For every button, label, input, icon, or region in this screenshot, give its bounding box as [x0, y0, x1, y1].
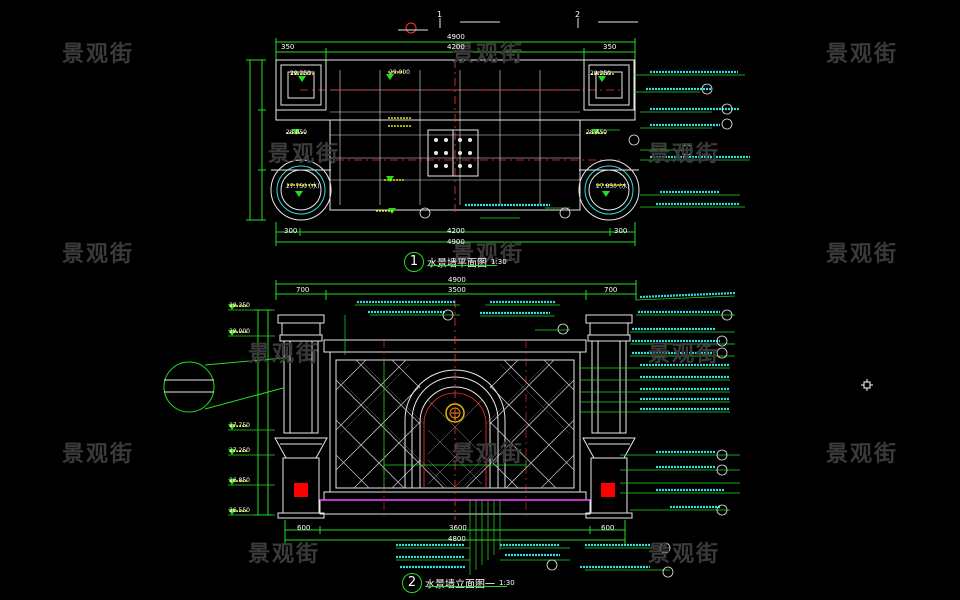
plan-dim-bottom-center: 4200 — [447, 227, 465, 235]
elev-ref-circles — [442, 309, 733, 578]
plan-elev-label: 29.000 — [389, 69, 410, 76]
elev-dim-bottom-left: 600 — [297, 524, 311, 532]
plan-elev-label: 27.850 (水) — [596, 183, 630, 190]
plan-dim-center-width: 4200 — [447, 43, 465, 51]
elev-leader-text-bottom — [396, 543, 650, 569]
plan-ref-circles — [419, 83, 733, 219]
watermark: 景观街 — [268, 142, 341, 167]
elev-level-lines — [228, 309, 275, 516]
watermark: 景观街 — [248, 542, 321, 567]
elev-level-label: 29.350 — [229, 302, 250, 309]
plan-pillar-right — [583, 59, 635, 111]
elev-dim-center-width: 3500 — [448, 286, 466, 294]
watermark: 景观街 — [826, 242, 899, 267]
plan-dim-overall-top: 4900 — [447, 33, 465, 41]
watermark: 景观街 — [62, 442, 135, 467]
elev-dim-right-width: 700 — [604, 286, 618, 294]
elev-level-label: 27.250 — [229, 447, 250, 454]
plan-pillar-left — [275, 59, 327, 111]
elev-lattice — [335, 359, 575, 489]
elev-leader-text-top — [357, 300, 555, 315]
elev-lattice-shade — [339, 359, 571, 489]
elev-level-label: 26.850 — [229, 477, 250, 484]
plan-drawing-title-text: 水景墙平面图 — [427, 258, 487, 270]
elevation-view — [163, 280, 740, 578]
watermark: 景观街 — [826, 442, 899, 467]
elevation-drawing-number: 2 — [402, 573, 422, 593]
elev-leaders-right — [580, 295, 740, 511]
watermark: 景观街 — [648, 342, 721, 367]
elev-dim-bottom-right: 600 — [601, 524, 615, 532]
plan-drawing-number: 1 — [404, 252, 424, 272]
plan-drawing-scale: 1:30 — [491, 258, 507, 266]
plan-section-mark-1-label: 1 — [437, 10, 443, 19]
elev-inner-dims — [383, 360, 527, 488]
plan-dimension-left — [246, 59, 266, 221]
plan-title-underline — [427, 265, 497, 266]
plan-section-mark-2 — [577, 18, 638, 28]
elev-level-label: 26.550 — [229, 507, 250, 514]
watermark: 景观街 — [248, 342, 321, 367]
watermark: 景观街 — [452, 442, 525, 467]
plan-elev-label: 28.950 — [286, 129, 307, 136]
elevation-title-underline — [425, 586, 507, 587]
watermark: 景观街 — [648, 542, 721, 567]
elev-dim-overall-bottom: 4800 — [448, 535, 466, 543]
plan-elev-label: 29.350 — [290, 70, 311, 77]
elev-dim-left-width: 700 — [296, 286, 310, 294]
elev-pillar-left — [274, 314, 328, 519]
elev-pillar-left-lamp — [294, 483, 308, 497]
elev-level-label: 29.000 — [229, 328, 250, 335]
watermark: 景观街 — [826, 42, 899, 67]
elev-leaders-bottom — [396, 500, 670, 575]
elev-dim-bottom-center: 3600 — [449, 524, 467, 532]
plan-yellow-labels — [286, 71, 626, 212]
elev-dim-overall-top: 4900 — [448, 276, 466, 284]
plan-dim-right-width: 350 — [603, 43, 617, 51]
plan-elev-label: 28.450 — [586, 129, 607, 136]
elevation-drawing-scale: 1:30 — [499, 579, 515, 587]
elev-detail-callout — [163, 357, 284, 413]
plan-dim-bottom-left: 300 — [284, 227, 298, 235]
plan-dim-bottom-right: 300 — [614, 227, 628, 235]
elev-level-label: 27.750 — [229, 422, 250, 429]
plan-basin-right — [578, 159, 640, 221]
elev-dimension-bottom — [284, 520, 626, 544]
plan-red-axis — [300, 60, 620, 215]
plan-view — [246, 18, 750, 246]
watermark: 景观街 — [648, 142, 721, 167]
plan-leader-text-right — [465, 70, 750, 207]
plan-section-mark-1 — [398, 18, 500, 34]
plan-dimension-top — [275, 38, 636, 60]
plan-dim-left-width: 350 — [281, 43, 295, 51]
elev-leader-text-right — [632, 291, 736, 509]
plan-basin-left — [270, 159, 332, 221]
plan-elev-label: 29.350 — [590, 70, 611, 77]
elev-pillar-right-lamp — [601, 483, 615, 497]
elev-pillar-right — [582, 314, 636, 519]
crosshair-cursor-icon — [861, 379, 873, 391]
elevation-drawing-title-text: 水景墙立面图一 — [425, 579, 495, 591]
plan-dimension-bottom — [275, 222, 636, 246]
elev-dimension-top — [275, 280, 637, 300]
elev-leaders-top — [344, 304, 570, 355]
watermark: 景观街 — [62, 242, 135, 267]
plan-section-mark-2-label: 2 — [575, 10, 581, 19]
plan-leaders-right — [480, 74, 750, 219]
plan-elev-label: 27.750 (水) — [286, 183, 320, 190]
watermark: 景观街 — [452, 242, 525, 267]
plan-center-panel — [427, 129, 479, 177]
watermark: 景观街 — [62, 42, 135, 67]
plan-dim-overall-bottom: 4900 — [447, 238, 465, 246]
plan-elev-markers — [292, 74, 610, 214]
watermark: 景观街 — [452, 42, 525, 67]
elev-level-labels — [230, 305, 248, 512]
